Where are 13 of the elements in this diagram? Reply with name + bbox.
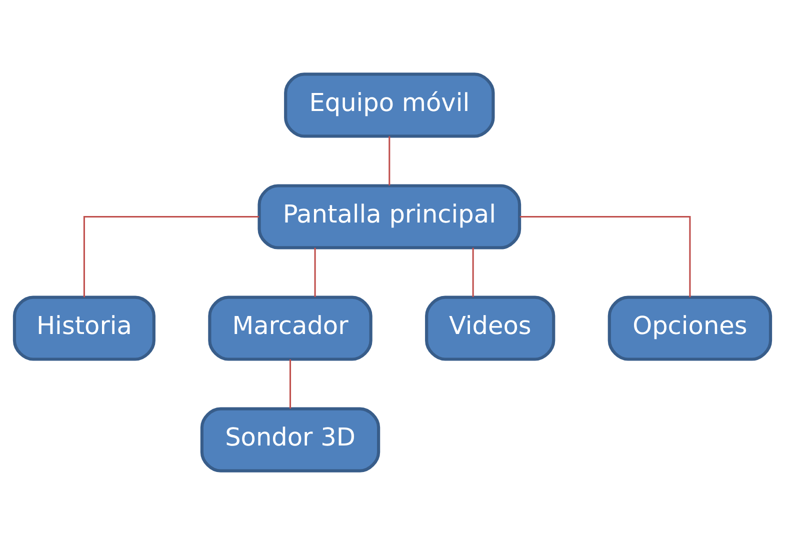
connector	[289, 358, 292, 408]
node-box: Videos	[425, 295, 556, 360]
node-box: Historia	[12, 295, 156, 360]
node-box: Marcador	[208, 295, 372, 360]
connector	[520, 215, 691, 297]
connector	[472, 247, 474, 296]
node-box: Opciones	[608, 295, 772, 360]
connector	[83, 215, 260, 297]
connector	[314, 247, 316, 296]
node-box: Pantalla principal	[258, 184, 522, 249]
node-box: Sondor 3D	[200, 406, 380, 472]
node-box: Equipo móvil	[284, 72, 495, 138]
connector	[388, 136, 390, 185]
